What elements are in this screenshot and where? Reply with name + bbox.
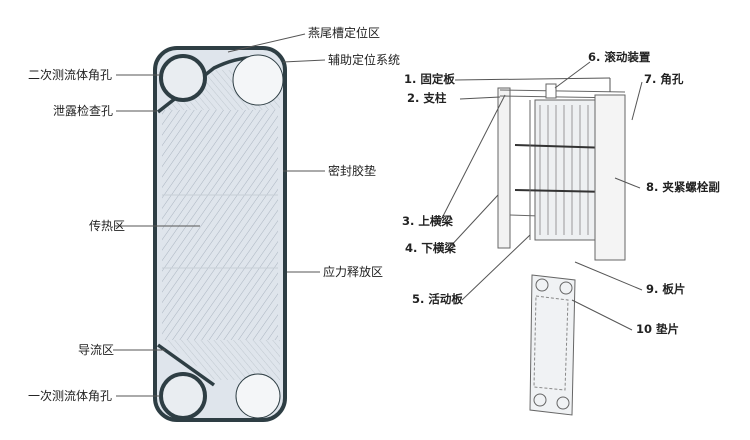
label-dovetail-zone: 燕尾槽定位区 bbox=[308, 26, 381, 40]
leader-lines-left bbox=[113, 33, 326, 397]
label-distribution: 导流区 bbox=[78, 343, 115, 357]
label-lower-beam: 4. 下横梁 bbox=[405, 241, 456, 255]
label-secondary-port: 二次测流体角孔 bbox=[28, 68, 113, 82]
gasket-plate bbox=[153, 46, 287, 422]
label-plates: 9. 板片 bbox=[646, 282, 686, 296]
label-port: 7. 角孔 bbox=[644, 72, 684, 86]
primary-port-bottom-left bbox=[159, 372, 207, 420]
label-aux-positioning: 辅助定位系统 bbox=[328, 53, 401, 67]
label-bolts: 8. 夹紧螺栓副 bbox=[646, 180, 720, 194]
label-movable-plate: 5. 活动板 bbox=[412, 292, 463, 306]
label-stress-relief: 应力释放区 bbox=[323, 265, 384, 279]
leader-lines-right bbox=[439, 61, 643, 331]
label-upper-beam: 3. 上横梁 bbox=[402, 214, 453, 228]
label-roller: 6. 滚动装置 bbox=[588, 50, 651, 64]
label-heat-transfer: 传热区 bbox=[89, 219, 126, 233]
frame-assembly bbox=[497, 83, 626, 416]
label-support-column: 2. 支柱 bbox=[407, 91, 447, 105]
label-leak-hole: 泄露检查孔 bbox=[53, 104, 114, 118]
label-primary-port: 一次测流体角孔 bbox=[28, 389, 113, 403]
secondary-port-top-left bbox=[159, 54, 207, 102]
label-frame-gasket: 10 垫片 bbox=[636, 322, 680, 336]
label-fixed-plate: 1. 固定板 bbox=[404, 72, 455, 86]
label-gasket: 密封胶垫 bbox=[328, 164, 377, 178]
